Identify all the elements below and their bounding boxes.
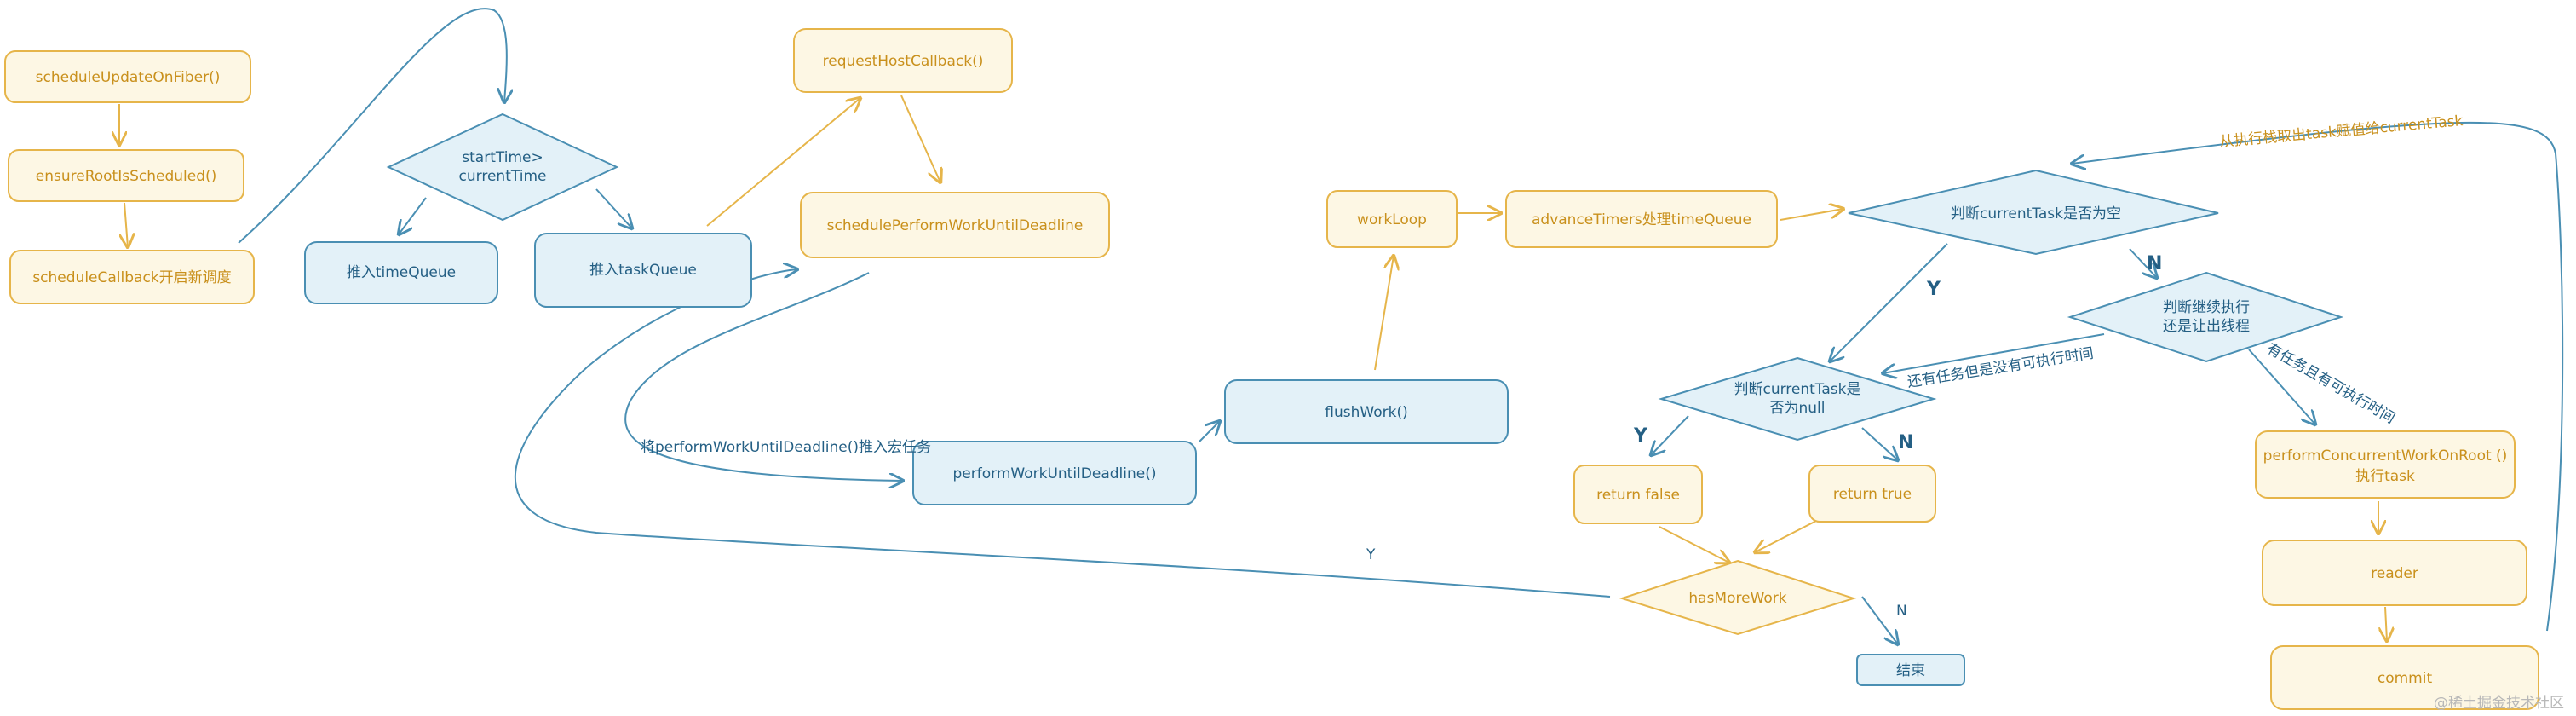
node-schedulePerformWorkUntilDeadline: schedulePerformWorkUntilDeadline — [800, 192, 1110, 258]
edge-empty-to-decision-null — [1830, 243, 1948, 361]
node-label: 结束 — [1896, 662, 1925, 679]
node-workLoop: workLoop — [1326, 190, 1458, 248]
label-n-empty: N — [2147, 253, 2162, 274]
edge-schedule-to-decision-time — [238, 8, 507, 244]
node-ensureRootIsScheduled: ensureRootIsScheduled() — [8, 149, 244, 202]
node-label-line1: performConcurrentWorkOnRoot () — [2263, 448, 2508, 465]
node-advanceTimers: advanceTimers处理timeQueue — [1505, 190, 1778, 248]
edge-hasmorework-loop-back — [515, 269, 1611, 598]
node-requestHostCallback: requestHostCallback() — [793, 28, 1013, 93]
watermark: @稀土掘金技术社区 — [2434, 695, 2564, 712]
node-return-true: return true — [1808, 465, 1936, 523]
edge-advancetimers-to-decision-empty — [1780, 209, 1843, 221]
label-n-null: N — [1898, 432, 1913, 453]
label-y-empty: Y — [1926, 279, 1941, 300]
decision-label-line1: startTime> — [462, 149, 543, 166]
decision-label-line2: 还是让出线程 — [2163, 318, 2250, 335]
decision-currenttask-null: 判断currentTask是 否为null — [1658, 356, 1937, 442]
edge-null-to-returntrue — [1861, 427, 1898, 460]
node-render: reader — [2262, 540, 2527, 606]
edge-labels: 将performWorkUntilDeadline()推入宏任务 从执行栈取出t… — [641, 113, 2464, 620]
edge-performwork-to-flushwork — [1199, 421, 1220, 442]
node-label: 推入timeQueue — [347, 264, 456, 281]
decision-continue-or-yield: 判断继续执行 还是让出线程 — [2067, 271, 2344, 363]
node-scheduleCallback: scheduleCallback开启新调度 — [9, 250, 255, 304]
edge-flushwork-to-workloop — [1374, 256, 1394, 371]
edge-time-to-timequeue — [399, 197, 427, 234]
node-label: schedulePerformWorkUntilDeadline — [827, 217, 1084, 234]
edge-time-to-taskqueue — [595, 188, 632, 228]
label-take-from-stack: 从执行栈取出task赋值给currentTask — [2219, 113, 2464, 151]
decision-label: hasMoreWork — [1688, 590, 1786, 607]
decision-label-line2: currentTime — [459, 168, 547, 185]
edge-continue-to-decision-null — [1883, 333, 2105, 373]
edge-taskqueue-to-requesthost — [706, 98, 860, 227]
decision-label-line2: 否为null — [1770, 400, 1826, 417]
edge-returntrue-to-hasmorework — [1755, 517, 1822, 552]
edge-continue-to-performconcurrent — [2248, 349, 2315, 424]
node-label: scheduleUpdateOnFiber() — [36, 69, 221, 86]
node-label: ensureRootIsScheduled() — [36, 168, 217, 185]
node-label: scheduleCallback开启新调度 — [32, 269, 231, 286]
node-push-taskQueue: 推入taskQueue — [534, 233, 752, 308]
node-label: return false — [1596, 487, 1680, 504]
node-label: advanceTimers处理timeQueue — [1532, 211, 1751, 228]
edge-commit-to-decision-empty — [2072, 121, 2564, 632]
node-label: return true — [1833, 486, 1912, 503]
edge-returnfalse-to-hasmorework — [1659, 526, 1729, 563]
edge-render-to-commit — [2385, 606, 2387, 641]
decision-label: 判断currentTask是否为空 — [1951, 205, 2121, 222]
decision-currenttask-empty: 判断currentTask是否为空 — [1848, 169, 2219, 256]
edge-requesthost-to-scheduleperform — [900, 95, 940, 182]
edge-null-to-returnfalse — [1651, 415, 1689, 455]
node-label: 推入taskQueue — [589, 262, 697, 279]
node-label-line2: 执行task — [2355, 468, 2415, 485]
label-n-more: N — [1896, 603, 1907, 620]
node-label: performWorkUntilDeadline() — [953, 465, 1157, 482]
label-push-macro-task: 将performWorkUntilDeadline()推入宏任务 — [641, 439, 931, 456]
node-label: reader — [2371, 565, 2418, 582]
edge-ensure-to-schedule — [124, 202, 128, 247]
edge-empty-to-decision-continue — [2129, 248, 2157, 278]
edge-scheduleperform-to-performwork — [624, 272, 903, 481]
node-label: flushWork() — [1325, 404, 1407, 421]
edge-hasmorework-to-end — [1861, 596, 1898, 644]
node-label: commit — [2378, 670, 2433, 687]
label-tasks-has-time: 有任务且有可执行时间 — [2264, 340, 2398, 427]
node-performWorkUntilDeadline: performWorkUntilDeadline() — [912, 441, 1197, 505]
decision-label-line1: 判断继续执行 — [2163, 299, 2250, 316]
decision-label-line1: 判断currentTask是 — [1734, 381, 1860, 398]
node-push-timeQueue: 推入timeQueue — [304, 241, 498, 304]
node-label: workLoop — [1357, 211, 1427, 228]
label-y-null: Y — [1633, 425, 1648, 447]
node-performConcurrentWorkOnRoot: performConcurrentWorkOnRoot () 执行task — [2255, 430, 2516, 499]
node-scheduleUpdateOnFiber: scheduleUpdateOnFiber() — [4, 50, 251, 103]
label-y-more: Y — [1366, 546, 1376, 563]
node-label: requestHostCallback() — [823, 53, 984, 70]
decision-hasMoreWork: hasMoreWork — [1619, 559, 1857, 636]
decision-starttime-gt-currenttime: startTime> currentTime — [386, 113, 619, 222]
node-end: 结束 — [1856, 654, 1965, 686]
node-commit: commit — [2270, 645, 2539, 710]
node-return-false: return false — [1573, 465, 1703, 524]
edges — [119, 8, 2564, 644]
node-flushWork: flushWork() — [1224, 379, 1509, 444]
